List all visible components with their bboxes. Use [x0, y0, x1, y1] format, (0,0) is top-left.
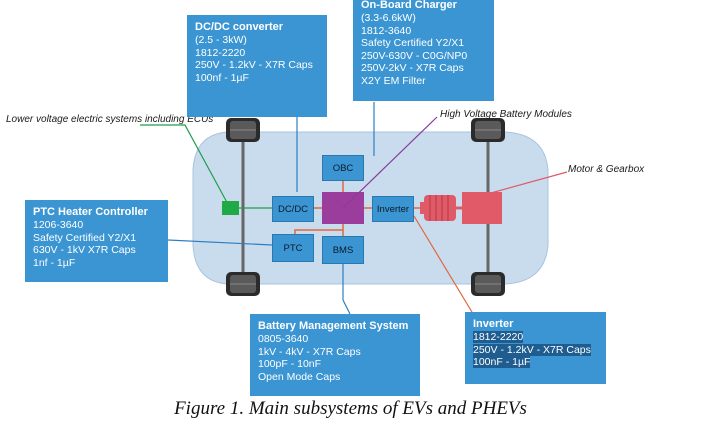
inverter-callout-line: 250V - 1.2kV - X7R Caps — [473, 343, 598, 357]
ptc-callout-line: 630V - 1kV X7R Caps — [33, 244, 136, 257]
battery-ptc-link — [294, 229, 343, 234]
dcdc-callout-title: DC/DC converter — [195, 21, 284, 33]
inverter-leader-line — [413, 215, 479, 323]
hv-battery-label: High Voltage Battery Modules — [440, 109, 572, 120]
bms-callout-line: 100pF - 10nF — [258, 358, 322, 371]
inverter-callout-line-text: 1812-2220 — [473, 331, 524, 343]
inverter-callout-line-text: 100nF - 1µF — [473, 356, 531, 369]
ptc-leader-line — [167, 239, 273, 246]
figure-caption: Figure 1. Main subsystems of EVs and PHE… — [174, 398, 527, 419]
obc-callout-line: X2Y EM Filter — [361, 74, 426, 87]
ptc-module: PTC — [272, 234, 314, 262]
obc-callout: On-Board Charger (3.3-6.6kW) 1812-3640 S… — [353, 0, 494, 101]
front-left-wheel — [226, 118, 260, 142]
motor-leader-line — [479, 171, 568, 197]
dcdc-callout: DC/DC converter (2.5 - 3kW) 1812-2220 25… — [187, 15, 327, 117]
dcdc-callout-line: (2.5 - 3kW) — [195, 34, 247, 46]
dcdc-callout-line: 1812-2220 — [195, 46, 246, 59]
rear-right-wheel — [471, 272, 505, 296]
motor-label: Motor & Gearbox — [568, 164, 645, 175]
obc-callout-title: On-Board Charger — [361, 0, 457, 11]
bms-callout-line: Open Mode Caps — [258, 370, 341, 383]
motor-icon — [420, 195, 456, 221]
inverter-callout-line-text: 250V - 1.2kV - X7R Caps — [473, 343, 591, 356]
obc-callout-line: 250V-2kV - X7R Caps — [361, 62, 464, 75]
inverter-callout: Inverter 1812-2220 250V - 1.2kV - X7R Ca… — [465, 312, 606, 384]
obc-callout-line: 250V-630V - C0G/NP0 — [361, 49, 468, 62]
obc-callout-line: 1812-3640 — [361, 24, 412, 37]
bms-callout-line: 1kV - 4kV - X7R Caps — [258, 345, 361, 358]
inverter-callout-line: 1812-2220 — [473, 331, 598, 344]
dcdc-callout-line: 100nf - 1µF — [195, 71, 249, 84]
ptc-callout-line: 1206-3640 — [33, 219, 84, 231]
inverter-module: Inverter — [372, 196, 414, 222]
obc-callout-line: (3.3-6.6kW) — [361, 12, 416, 24]
ptc-callout-title: PTC Heater Controller — [33, 206, 148, 218]
ecus-label: Lower voltage electric systems including… — [6, 114, 214, 125]
gearbox-block — [462, 192, 502, 224]
inverter-callout-line: 100nF - 1µF — [473, 356, 598, 369]
bms-leader-line — [342, 263, 351, 315]
inverter-callout-title: Inverter — [473, 318, 514, 330]
front-right-wheel — [471, 118, 505, 142]
obc-module: OBC — [322, 155, 364, 181]
hv-battery-leader-line — [342, 116, 438, 209]
bms-callout-title: Battery Management System — [258, 320, 409, 332]
ptc-callout-line: 1nf - 1µF — [33, 256, 76, 269]
ptc-callout: PTC Heater Controller 1206-3640 Safety C… — [25, 200, 168, 282]
bms-callout-line: 0805-3640 — [258, 333, 309, 345]
bms-module: BMS — [322, 236, 364, 264]
bms-callout: Battery Management System 0805-3640 1kV … — [250, 314, 420, 396]
rear-left-wheel — [226, 272, 260, 296]
ecu-box — [222, 201, 239, 215]
ptc-callout-line: Safety Certified Y2/X1 — [33, 231, 137, 244]
dcdc-module: DC/DC — [272, 196, 314, 222]
dcdc-callout-line: 250V - 1.2kV - X7R Caps — [195, 59, 313, 72]
obc-callout-line: Safety Certified Y2/X1 — [361, 37, 465, 50]
ecu-leader-line — [140, 124, 231, 209]
